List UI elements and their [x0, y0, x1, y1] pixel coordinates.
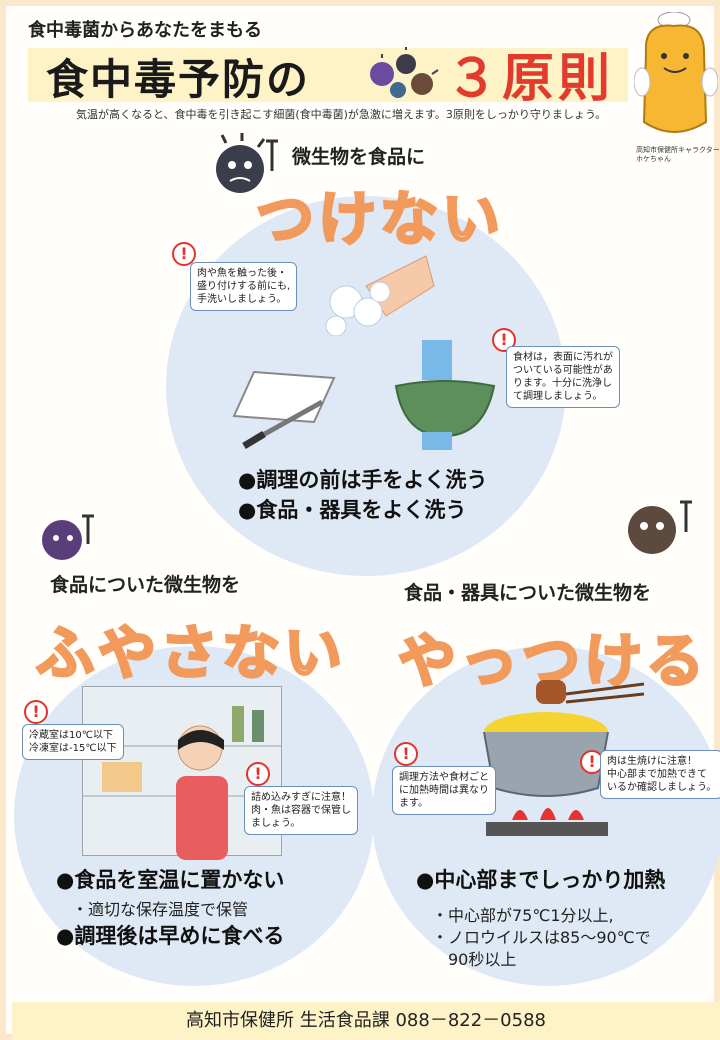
warning-icon: ! — [24, 700, 48, 724]
bullet-heat-center: ●中心部までしっかり加熱 — [416, 868, 666, 892]
section-lead-top: 微生物を食品に — [292, 146, 426, 168]
intro-text: 気温が高くなると、食中毒を引き起こす細菌(食中毒菌)が急激に増えます。3原則をし… — [76, 108, 607, 121]
section-lead-right: 食品・器具についた微生物を — [404, 582, 652, 604]
bullet-eat-quickly: ●調理後は早めに食べる — [56, 924, 285, 948]
title-band — [28, 48, 628, 102]
poster-subtitle: 食中毒菌からあなたをまもる — [28, 20, 262, 41]
handwashing-illustration — [325, 255, 435, 337]
bullet-room-temp: ●食品を室温に置かない — [56, 868, 285, 892]
person-illustration — [176, 725, 228, 860]
section-word-left: ふやさない — [34, 618, 347, 689]
section-word-top: つけない — [254, 184, 505, 255]
germ-group-icon — [370, 47, 439, 98]
poster-title: 食中毒予防の — [46, 55, 311, 104]
sub-storage-temp: ・適切な保存温度で保管 — [72, 900, 249, 919]
warning-icon: ! — [246, 762, 270, 786]
cooking-pot-illustration — [483, 680, 645, 836]
cutting-board-knife-illustration — [232, 370, 336, 450]
footer-contact: 高知市保健所 生活食品課 088－822－0588 — [12, 1002, 720, 1040]
colander-illustration — [394, 340, 496, 450]
callout-food-wash: 食材は，表面に汚れが ついている可能性があ ります。十分に洗浄し て調理しましょ… — [506, 346, 620, 408]
section-lead-left: 食品についた微生物を — [50, 574, 241, 596]
bullet-wash-utensils: ●食品・器具をよく洗う — [238, 498, 467, 522]
callout-fridge-temp: 冷蔵室は10℃以下 冷凍室は-15℃以下 — [22, 724, 124, 760]
warning-icon: ! — [492, 328, 516, 352]
sub-center-temp: ・中心部が75℃1分以上, — [432, 906, 614, 925]
bullet-wash-hands: ●調理の前は手をよく洗う — [238, 468, 488, 492]
sub-norovirus-time: 90秒以上 — [432, 950, 517, 969]
poster-title-number: ３原則 — [446, 49, 615, 109]
callout-cook-time: 調理方法や食材ごと に加熱時間は異なり ます。 — [392, 766, 496, 815]
mascot-hoke-chan — [634, 12, 718, 133]
germ-icon — [628, 500, 692, 554]
callout-handwash: 肉や魚を触った後・ 盛り付けする前にも, 手洗いしましょう。 — [190, 262, 298, 311]
section-circle-top — [166, 196, 566, 576]
sub-norovirus: ・ノロウイルスは85～90℃で — [432, 928, 651, 947]
germ-icon — [216, 133, 278, 193]
callout-meat-center: 肉は生焼けに注意！ 中心部まで加熱できて いるか確認しましょう。 — [600, 750, 720, 799]
germ-icon — [42, 514, 94, 560]
mascot-caption: 高知市保健所キャラクター ホケちゃん — [636, 146, 720, 163]
warning-icon: ! — [394, 742, 418, 766]
callout-fridge-storage: 詰め込みすぎに注意！ 肉・魚は容器で保管し ましょう。 — [244, 786, 358, 835]
